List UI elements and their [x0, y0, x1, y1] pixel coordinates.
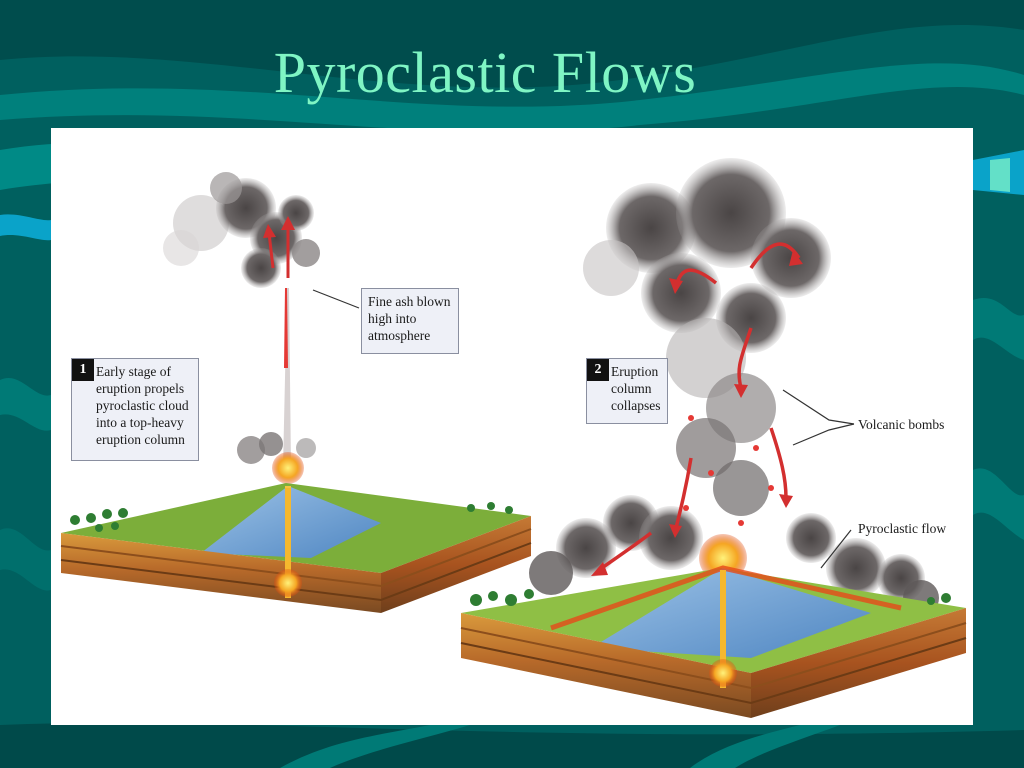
step-2-text: Eruption column collapses: [611, 364, 661, 413]
stage-2-volcano: [460, 158, 967, 718]
step-1-number: 1: [72, 359, 94, 381]
leader-lines: [312, 289, 855, 569]
stage-2-eruption-cloud: [583, 158, 831, 516]
step-2-label: 2 Eruption column collapses: [586, 358, 668, 424]
stage-1-volcano: [60, 172, 532, 613]
slide-title: Pyroclastic Flows: [273, 40, 697, 105]
diagram-panel: Fine ash blown high into atmosphere 1 Ea…: [51, 128, 973, 725]
step-2-number: 2: [587, 359, 609, 381]
step-1-text: Early stage of eruption propels pyroclas…: [96, 364, 189, 447]
fine-ash-label: Fine ash blown high into atmosphere: [361, 288, 459, 354]
stage-2-collapse-cloud: [529, 495, 939, 616]
pyroclastic-flow-label: Pyroclastic flow: [858, 521, 947, 536]
volcanic-bombs-label: Volcanic bombs: [858, 417, 945, 432]
step-1-label: 1 Early stage of eruption propels pyrocl…: [71, 358, 199, 461]
volcano-illustration: [60, 158, 967, 718]
stage-1-ash-plume: [163, 172, 320, 288]
